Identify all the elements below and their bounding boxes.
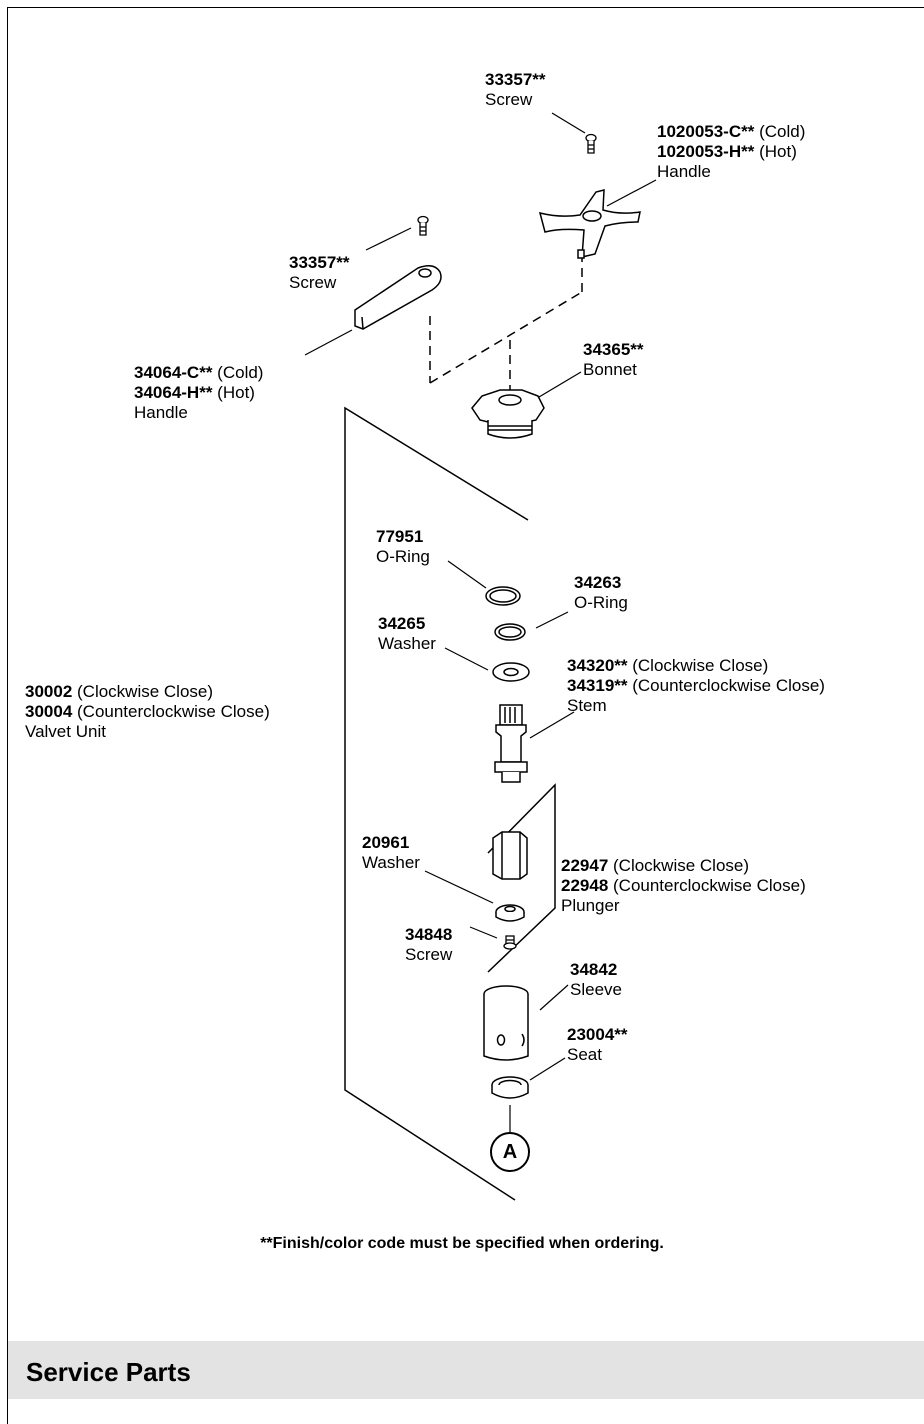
washer-20961-part xyxy=(495,904,525,922)
part-name: Washer xyxy=(362,853,420,872)
label-washer-34265: 34265 Washer xyxy=(378,614,436,654)
screw-34848-part xyxy=(503,935,517,950)
sleeve-part xyxy=(483,985,529,1061)
part-number: 1020053-H** xyxy=(657,142,755,161)
part-number: 30002 xyxy=(25,682,73,701)
part-number: 77951 xyxy=(376,527,424,546)
label-lever-handle: 34064-C** (Cold) 34064-H** (Hot) Handle xyxy=(134,363,263,423)
part-qualifier: (Counterclockwise Close) xyxy=(72,702,270,721)
lever-handle-part xyxy=(354,265,442,330)
part-number: 33357** xyxy=(485,70,546,89)
part-number: 34842 xyxy=(570,960,618,979)
part-number: 34320** xyxy=(567,656,628,675)
section-title: Service Parts xyxy=(26,1357,191,1387)
label-plunger: 22947 (Clockwise Close) 22948 (Countercl… xyxy=(561,856,806,916)
cross-handle-part xyxy=(538,189,641,259)
label-oring-34263: 34263 O-Ring xyxy=(574,573,628,613)
part-number: 34319** xyxy=(567,676,628,695)
part-name: Sleeve xyxy=(570,980,622,999)
part-number: 34263 xyxy=(574,573,622,592)
part-number: 34365** xyxy=(583,340,644,359)
label-screw-top: 33357** Screw xyxy=(485,70,546,110)
seat-part xyxy=(491,1076,529,1099)
stem-part xyxy=(494,704,528,783)
label-sleeve: 34842 Sleeve xyxy=(570,960,622,1000)
part-name: Plunger xyxy=(561,896,620,915)
part-qualifier: (Hot) xyxy=(212,383,255,402)
part-number: 22947 xyxy=(561,856,609,875)
part-number: 34064-H** xyxy=(134,383,213,402)
callout-a: A xyxy=(490,1132,530,1172)
part-name: Valvet Unit xyxy=(25,722,106,741)
label-valve-unit: 30002 (Clockwise Close) 30004 (Countercl… xyxy=(25,682,270,742)
part-number: 22948 xyxy=(561,876,609,895)
part-number: 34848 xyxy=(405,925,453,944)
label-bonnet: 34365** Bonnet xyxy=(583,340,644,380)
part-name: Washer xyxy=(378,634,436,653)
plunger-part xyxy=(492,831,528,880)
label-oring-77951: 77951 O-Ring xyxy=(376,527,430,567)
bonnet-part xyxy=(471,389,545,439)
part-name: O-Ring xyxy=(574,593,628,612)
part-number: 33357** xyxy=(289,253,350,272)
part-name: Screw xyxy=(289,273,337,292)
washer-34265-part xyxy=(492,662,530,682)
part-number: 30004 xyxy=(25,702,73,721)
label-cross-handle: 1020053-C** (Cold) 1020053-H** (Hot) Han… xyxy=(657,122,805,182)
part-qualifier: (Clockwise Close) xyxy=(627,656,769,675)
part-qualifier: (Hot) xyxy=(754,142,797,161)
part-name: Handle xyxy=(657,162,711,181)
label-screw-34848: 34848 Screw xyxy=(405,925,452,965)
part-qualifier: (Clockwise Close) xyxy=(72,682,214,701)
label-washer-20961: 20961 Washer xyxy=(362,833,420,873)
section-header-bar xyxy=(8,1341,924,1399)
part-qualifier: (Clockwise Close) xyxy=(608,856,750,875)
part-name: Screw xyxy=(405,945,453,964)
part-name: Stem xyxy=(567,696,607,715)
label-screw-left: 33357** Screw xyxy=(289,253,350,293)
part-number: 23004** xyxy=(567,1025,628,1044)
part-name: O-Ring xyxy=(376,547,430,566)
screw-top-part xyxy=(585,133,597,154)
footnote: **Finish/color code must be specified wh… xyxy=(260,1235,664,1252)
part-name: Screw xyxy=(485,90,533,109)
part-number: 1020053-C** xyxy=(657,122,755,141)
label-seat: 23004** Seat xyxy=(567,1025,628,1065)
part-name: Bonnet xyxy=(583,360,637,379)
part-qualifier: (Cold) xyxy=(212,363,264,382)
assembly-dashed-lines xyxy=(429,258,583,392)
part-number: 20961 xyxy=(362,833,410,852)
part-qualifier: (Counterclockwise Close) xyxy=(627,676,825,695)
part-number: 34265 xyxy=(378,614,426,633)
leader-lines xyxy=(304,112,657,1132)
part-qualifier: (Cold) xyxy=(754,122,806,141)
part-name: Handle xyxy=(134,403,188,422)
part-qualifier: (Counterclockwise Close) xyxy=(608,876,806,895)
page-frame xyxy=(7,7,924,1424)
valve-unit-bracket xyxy=(344,406,529,1201)
label-stem: 34320** (Clockwise Close) 34319** (Count… xyxy=(567,656,825,716)
part-number: 34064-C** xyxy=(134,363,213,382)
oring-34263-part xyxy=(494,623,526,641)
plunger-bracket xyxy=(487,783,556,973)
screw-left-part xyxy=(417,215,429,236)
oring-77951-part xyxy=(485,586,521,606)
part-name: Seat xyxy=(567,1045,602,1064)
